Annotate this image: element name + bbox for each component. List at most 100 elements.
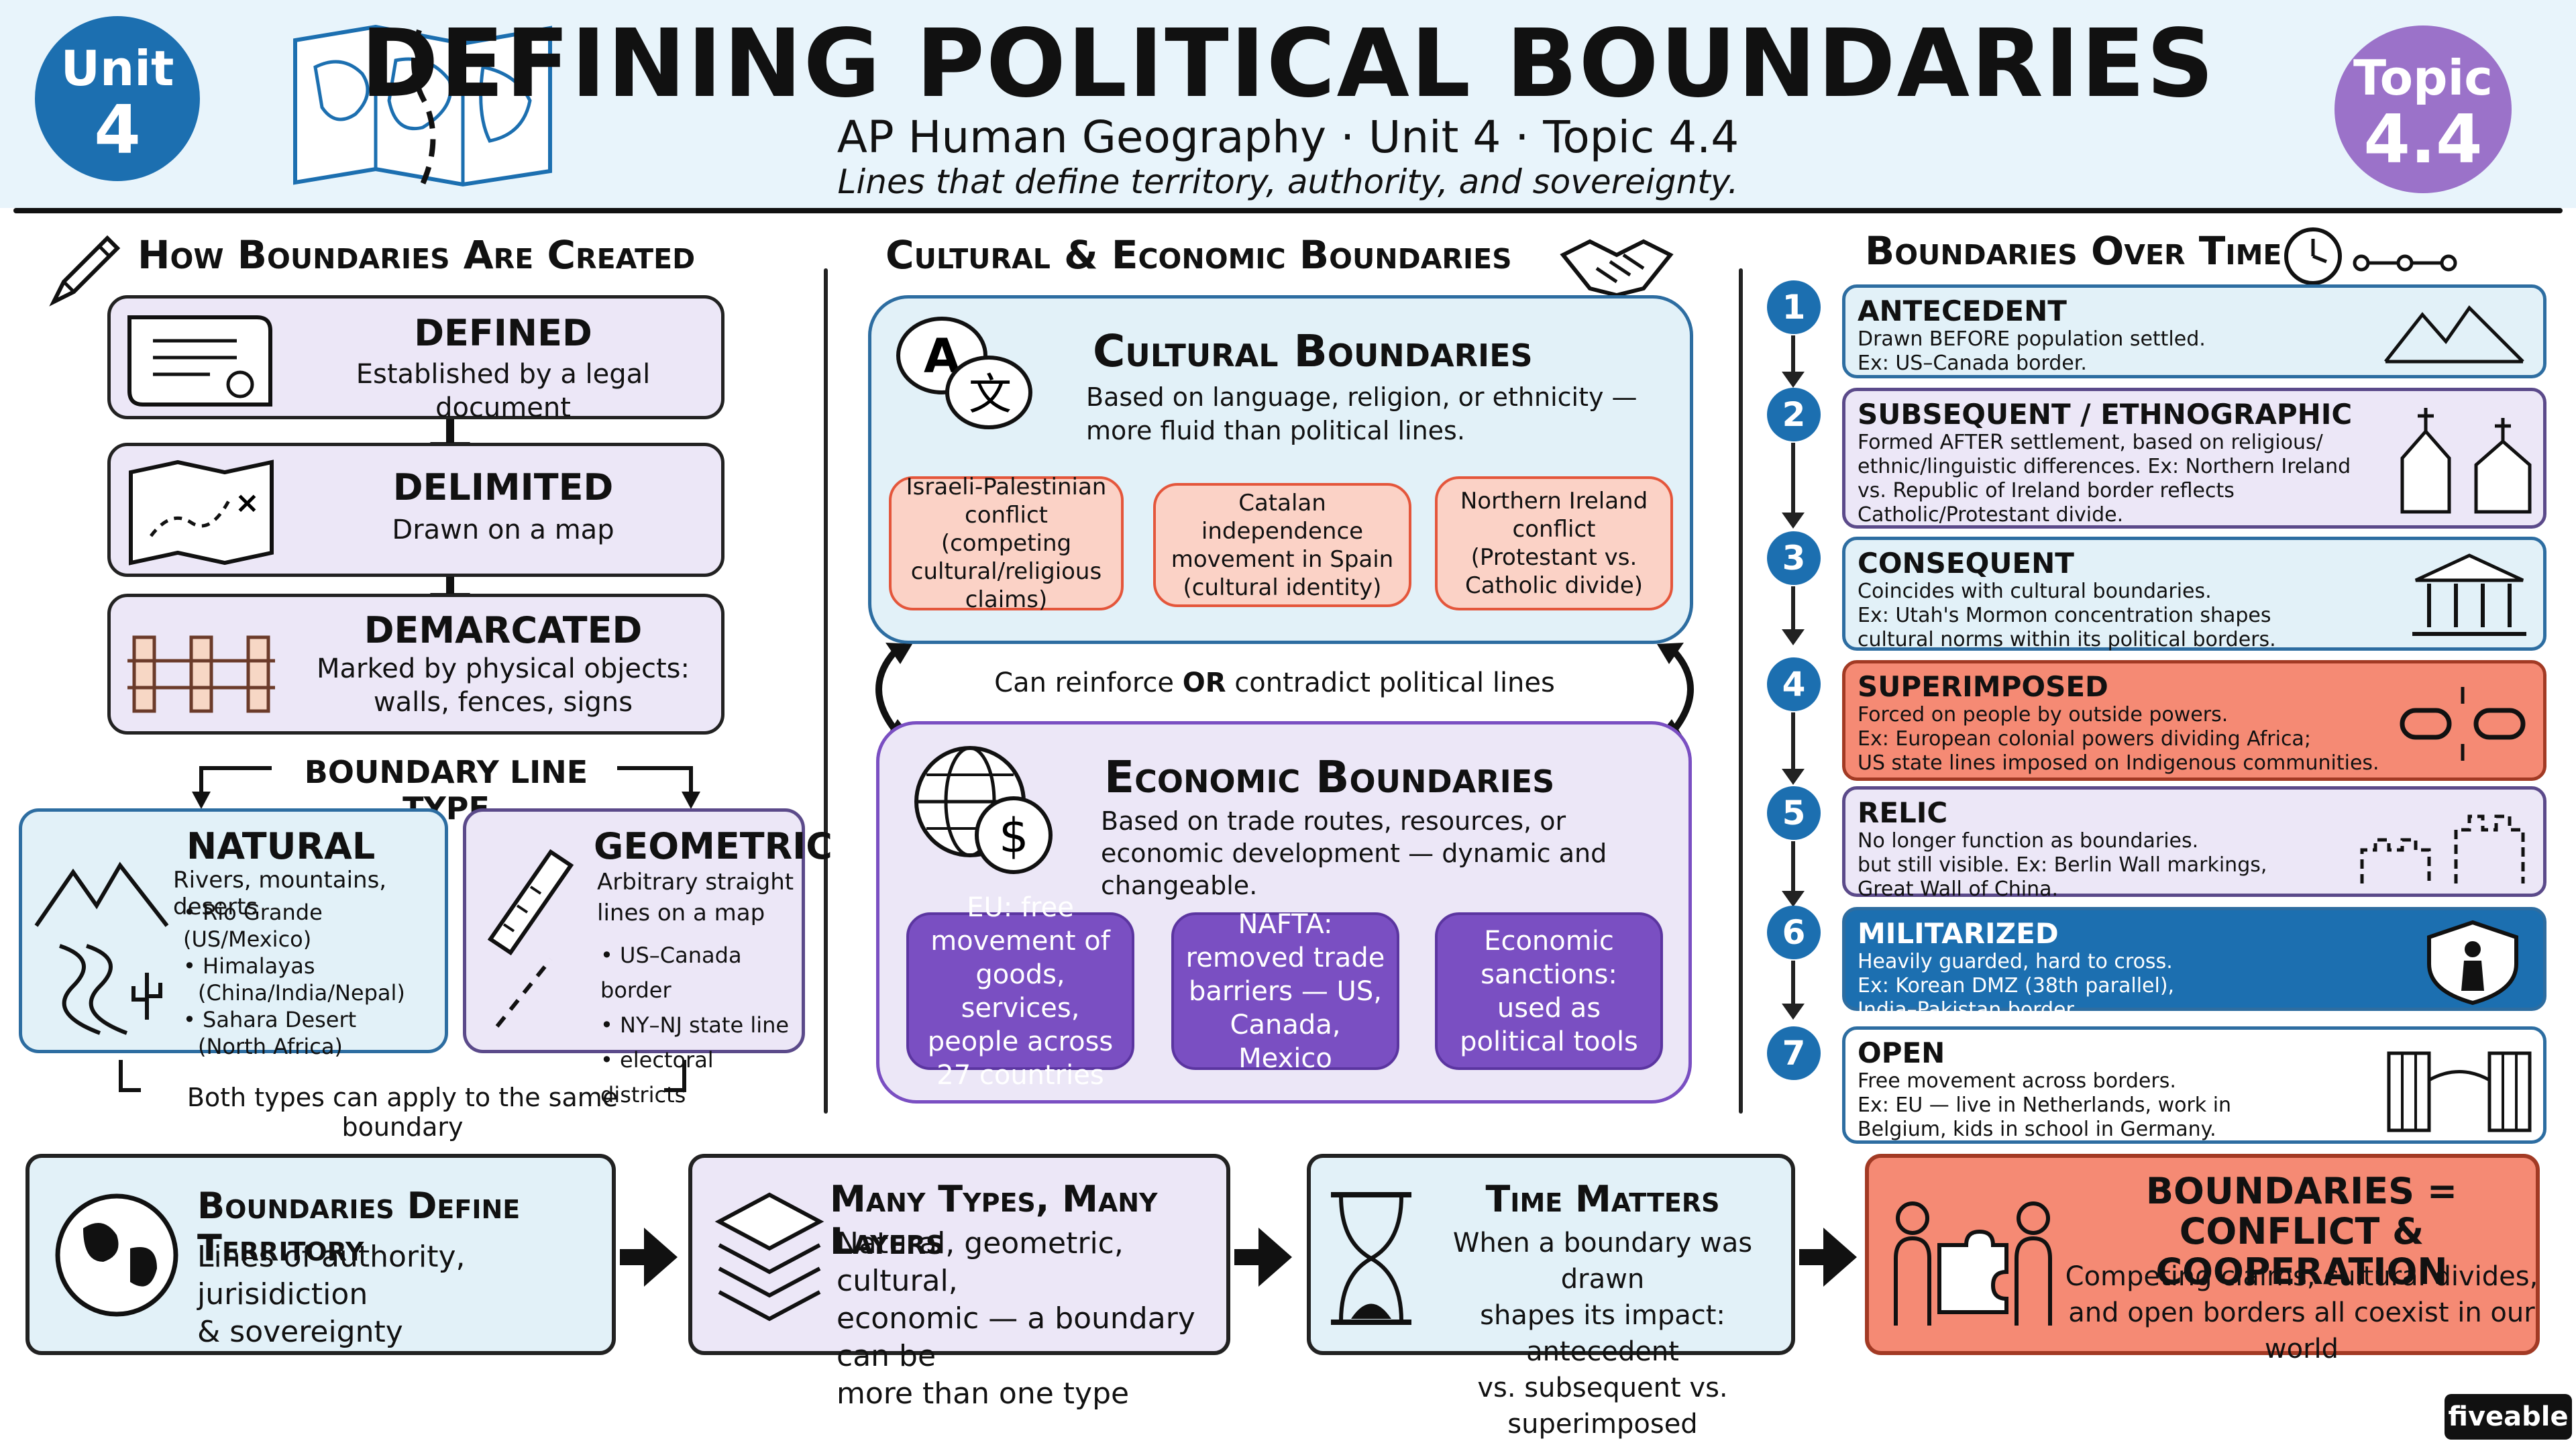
militarized-desc-line: Ex: Korean DMZ (38th parallel), (1858, 974, 2175, 998)
timeline-arrow (1782, 443, 1805, 529)
summary-arrow-head (1258, 1228, 1292, 1287)
relic-desc-line: No longer function as boundaries. (1858, 829, 2199, 853)
relic-desc-line: Great Wall of China. (1858, 877, 2059, 901)
summary-arrow (1234, 1249, 1261, 1265)
types-summary-title: Many Types, Many Layers (830, 1178, 1158, 1263)
economic-card: $ Economic Boundaries Based on trade rou… (876, 721, 1692, 1104)
page-title: DEFINING POLITICAL BOUNDARIES (360, 9, 2216, 119)
mountain-river-icon (34, 861, 169, 1035)
subsequent-desc-line: ethnic/linguistic differences. Ex: North… (1858, 455, 2351, 478)
conflict-summary-title: BOUNDARIES = CONFLICT & COOPERATION (2070, 1171, 2533, 1292)
svg-text:$: $ (999, 808, 1029, 863)
ruler-icon (487, 849, 574, 1028)
topic-badge-label: Topic (2353, 50, 2493, 106)
time-summary-title: Time Matters (1485, 1178, 1720, 1220)
both-types-bracket (119, 1060, 686, 1092)
timeline-number-2: 2 (1767, 388, 1821, 441)
right-column-heading: Boundaries Over Time (1865, 228, 2282, 274)
cultural-example-bubble: Israeli-Palestinian conflict (competing … (889, 474, 1124, 613)
territory-summary-desc-line: Lines of authority, jurisidiction (197, 1240, 466, 1311)
middle-column-heading: Cultural & Economic Boundaries (885, 232, 1512, 278)
open-desc-line: Ex: EU — live in Netherlands, work in (1858, 1093, 2232, 1117)
unit-badge: Unit 4 (35, 16, 200, 181)
timeline-number-7: 7 (1767, 1026, 1821, 1080)
left-column-heading: How Boundaries Are Created (138, 232, 696, 278)
consequent-desc-line: cultural norms within its political bord… (1858, 628, 2276, 651)
shield-soldier-icon (2427, 920, 2518, 1006)
open-desc-line: Free movement across borders. (1858, 1069, 2176, 1093)
geometric-card: GEOMETRIC Arbitrary straight lines on a … (463, 808, 833, 1108)
summary-arrow-head (644, 1228, 678, 1287)
time-summary-desc-line: vs. subsequent vs. superimposed (1477, 1373, 1728, 1440)
economic-desc-line: economic development — dynamic and (1101, 839, 1607, 868)
timeline-arrow (1782, 961, 1805, 1020)
svg-text:×: × (235, 486, 260, 520)
geometric-examples: • US–Canada border • NY–NJ state line • … (600, 938, 802, 1112)
consequent-card: CONSEQUENT Coincides with cultural bound… (1842, 537, 2546, 651)
economic-title: Economic Boundaries (1104, 751, 1555, 803)
timeline-arrow (1782, 712, 1805, 785)
conflict-summary-card: BOUNDARIES = CONFLICT & COOPERATION Comp… (1865, 1154, 2540, 1364)
legal-document-icon (127, 315, 272, 407)
territory-summary-title: Boundaries Define Territory (197, 1185, 521, 1269)
militarized-desc-line: India–Pakistan border. (1858, 998, 2079, 1022)
superimposed-card: SUPERIMPOSED Forced on people by outside… (1842, 660, 2546, 781)
cultural-desc-line: Based on language, religion, or ethnicit… (1086, 382, 1638, 412)
churches-icon (2400, 408, 2532, 514)
geometric-example: • electoral districts (600, 1047, 714, 1108)
globe-dollar-icon: $ (914, 746, 1053, 874)
unit-badge-number: 4 (94, 91, 141, 169)
natural-examples: • Rio Grande (US/Mexico) • Himalayas (Ch… (183, 899, 445, 1060)
timeline-number-6: 6 (1767, 906, 1821, 959)
hourglass-icon (1331, 1192, 1411, 1325)
time-summary-desc: When a boundary was drawn shapes its imp… (1411, 1225, 1794, 1442)
fiveable-logo: fiveable (2445, 1394, 2572, 1440)
defined-title: DEFINED (414, 312, 592, 354)
timeline-arrow (1782, 841, 1805, 907)
demarcated-title: DEMARCATED (364, 609, 643, 651)
geometric-title: GEOMETRIC (594, 825, 833, 867)
geometric-desc-line: Arbitrary straight (597, 869, 794, 896)
cultural-card: A 文 Cultural Boundaries Based on languag… (868, 295, 1693, 644)
economic-example-bubble: Economic sanctions: used as political to… (1435, 912, 1663, 1070)
economic-example-bubble: NAFTA: removed trade barriers — US, Cana… (1171, 909, 1399, 1074)
topic-badge-number: 4.4 (2363, 100, 2483, 178)
natural-example: (China/India/Nepal) (198, 980, 405, 1006)
header-divider (13, 208, 2563, 213)
delimited-card: × DELIMITED Drawn on a map (107, 443, 724, 577)
fence-icon (127, 635, 275, 713)
delimited-title: DELIMITED (392, 466, 614, 508)
economic-example-bubble: EU: free movement of goods, services, pe… (906, 892, 1134, 1091)
natural-example: • Himalayas (183, 953, 315, 979)
natural-card: NATURAL Rivers, mountains, deserts • Rio… (19, 808, 448, 1059)
conflict-summary-desc-line: Competing claims, cultural divides, (2065, 1261, 2538, 1292)
unit-badge-label: Unit (60, 40, 174, 97)
cultural-example-bubble: Catalan independence movement in Spain (… (1153, 483, 1411, 607)
reinforce-note-after: contradict political lines (1226, 667, 1555, 698)
reinforce-note: Can reinforce OR contradict political li… (939, 667, 1610, 698)
superimposed-desc-line: Forced on people by outside powers. (1858, 703, 2229, 727)
conflict-summary-title-line: BOUNDARIES = (2145, 1170, 2458, 1212)
puzzle-people-icon (1894, 1201, 2052, 1326)
column-divider-left (824, 268, 828, 1114)
pencil-icon (49, 235, 121, 307)
economic-desc-line: Based on trade routes, resources, or (1101, 806, 1566, 836)
delimited-desc: Drawn on a map (392, 515, 614, 545)
cultural-title: Cultural Boundaries (1093, 325, 1533, 377)
consequent-desc-line: Ex: Utah's Mormon concentration shapes (1858, 604, 2271, 627)
summary-arrow (620, 1249, 647, 1265)
militarized-card: MILITARIZED Heavily guarded, hard to cro… (1842, 907, 2546, 1022)
summary-arrow (1799, 1249, 1826, 1265)
open-card: OPEN Free movement across borders. Ex: E… (1842, 1026, 2546, 1144)
timeline-arrow (1782, 586, 1805, 645)
open-title: OPEN (1858, 1036, 1945, 1069)
economic-desc: Based on trade routes, resources, or eco… (1101, 805, 1607, 902)
conflict-summary-desc-line: and open borders all coexist in our worl… (2068, 1297, 2535, 1364)
svg-text:文: 文 (969, 370, 1012, 420)
folded-map-icon (293, 24, 552, 188)
natural-example: (North Africa) (198, 1034, 343, 1059)
cultural-desc: Based on language, religion, or ethnicit… (1086, 380, 1638, 447)
timeline-number-4: 4 (1767, 657, 1821, 711)
open-desc-line: Belgium, kids in school in Germany. (1858, 1118, 2216, 1141)
time-summary-desc-line: When a boundary was drawn (1452, 1228, 1753, 1295)
